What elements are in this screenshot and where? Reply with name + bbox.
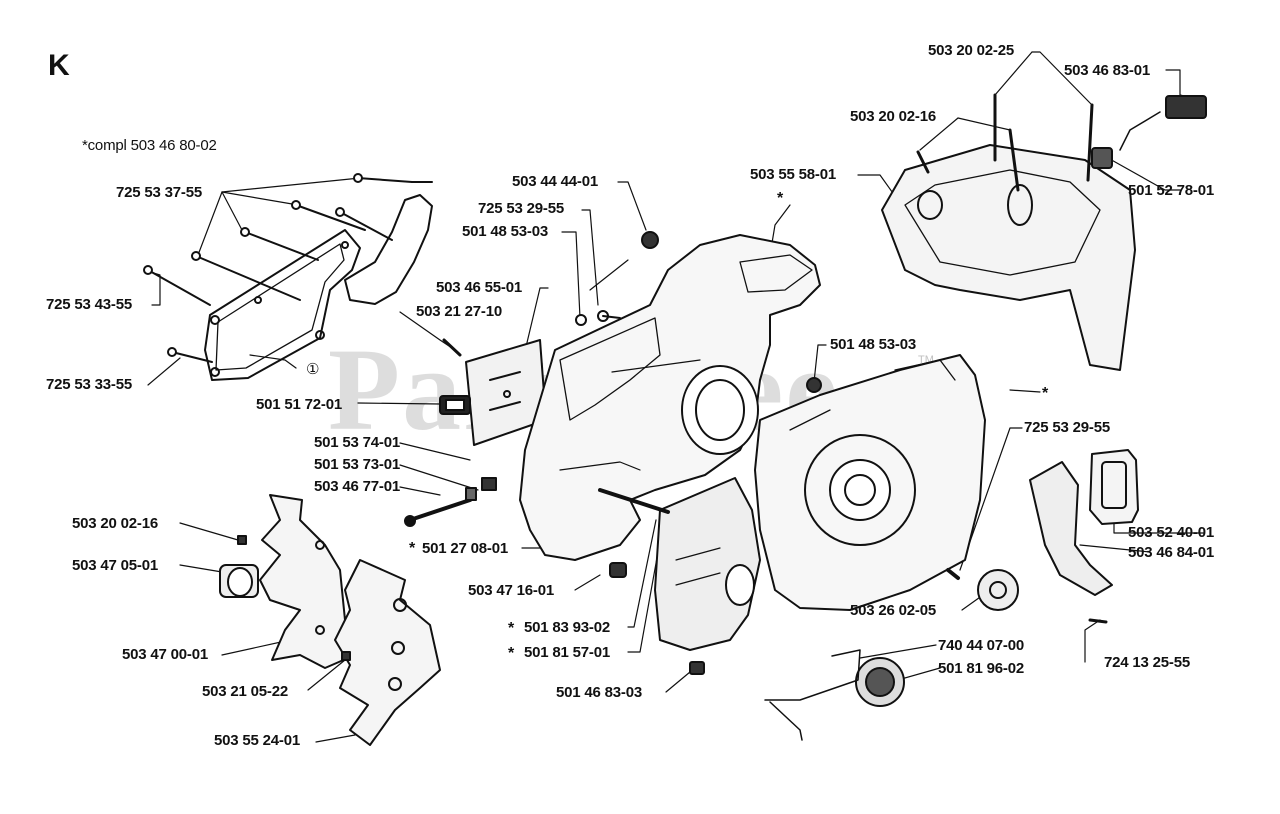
part-label: 501 46 83-03 bbox=[556, 684, 643, 701]
part-label: 501 48 53-03 bbox=[462, 223, 549, 240]
asterisk-marker: * bbox=[1042, 385, 1049, 402]
tank-top bbox=[881, 93, 1207, 371]
part-label: 501 27 08-01 bbox=[422, 540, 509, 557]
part-label: 503 46 83-01 bbox=[1064, 62, 1151, 79]
asterisk-marker: * bbox=[508, 620, 515, 637]
crankcase-half bbox=[754, 354, 986, 611]
part-label: 724 13 25-55 bbox=[1104, 654, 1191, 671]
asterisk-marker: * bbox=[777, 190, 784, 207]
part-label: 725 53 29-55 bbox=[1024, 419, 1111, 436]
part-label: 725 53 33-55 bbox=[46, 376, 133, 393]
muffler-guard bbox=[1029, 449, 1139, 624]
part-label: 503 55 24-01 bbox=[214, 732, 301, 749]
part-label: 503 55 58-01 bbox=[750, 166, 837, 183]
part-label: 503 47 05-01 bbox=[72, 557, 159, 574]
part-label: 503 20 02-16 bbox=[850, 108, 937, 125]
gasket bbox=[204, 181, 433, 381]
part-label: 501 52 78-01 bbox=[1128, 182, 1215, 199]
part-label: 503 47 00-01 bbox=[122, 646, 209, 663]
part-label: 501 53 73-01 bbox=[314, 456, 401, 473]
part-label: 501 53 74-01 bbox=[314, 434, 401, 451]
part-label: 725 53 29-55 bbox=[478, 200, 565, 217]
part-label: 503 46 84-01 bbox=[1128, 544, 1215, 561]
guide-plate bbox=[439, 338, 547, 446]
part-label: 503 52 40-01 bbox=[1128, 524, 1215, 541]
part-label: 501 51 72-01 bbox=[256, 396, 343, 413]
part-label: 725 53 37-55 bbox=[116, 184, 203, 201]
compl-note: *compl 503 46 80-02 bbox=[82, 137, 217, 154]
part-label: 503 46 55-01 bbox=[436, 279, 523, 296]
oil-cap bbox=[764, 568, 1019, 741]
part-label: 503 46 77-01 bbox=[314, 478, 401, 495]
part-label: 501 83 93-02 bbox=[524, 619, 611, 636]
part-label: 501 81 96-02 bbox=[938, 660, 1025, 677]
part-label: 503 44 44-01 bbox=[512, 173, 599, 190]
part-label: 503 20 02-16 bbox=[72, 515, 159, 532]
part-label: 501 81 57-01 bbox=[524, 644, 611, 661]
part-label: 503 47 16-01 bbox=[468, 582, 555, 599]
asterisk-marker: * bbox=[508, 645, 515, 662]
part-label: 725 53 43-55 bbox=[46, 296, 133, 313]
part-label: 503 21 27-10 bbox=[416, 303, 503, 320]
tank-cover bbox=[598, 477, 761, 675]
asterisk-marker: * bbox=[409, 540, 416, 557]
part-label: 501 48 53-03 bbox=[830, 336, 917, 353]
part-label: 503 20 02-25 bbox=[928, 42, 1015, 59]
part-label: 503 26 02-05 bbox=[850, 602, 937, 619]
cover-bolts bbox=[143, 173, 413, 363]
chain-adjuster bbox=[404, 477, 497, 527]
part-label: 503 21 05-22 bbox=[202, 683, 289, 700]
bumper-spikes bbox=[219, 494, 441, 746]
circled-one-marker: ① bbox=[306, 361, 320, 378]
part-label: 740 44 07-00 bbox=[938, 637, 1025, 654]
crankcase bbox=[519, 231, 821, 561]
section-letter: K bbox=[48, 49, 70, 82]
